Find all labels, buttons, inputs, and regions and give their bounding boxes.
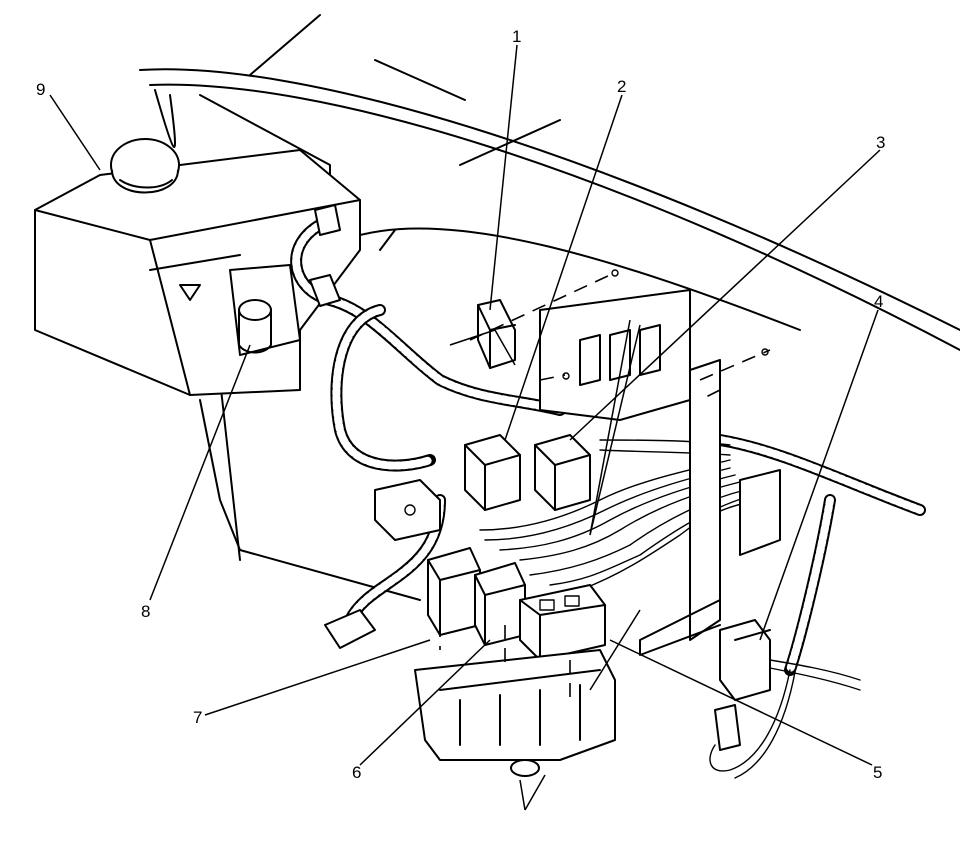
reservoir-cap xyxy=(110,138,180,194)
connector-lower-left xyxy=(324,479,441,649)
leader-lines xyxy=(49,44,881,811)
leader-5 xyxy=(609,639,873,766)
relay-6 xyxy=(474,562,526,646)
leader-3 xyxy=(569,149,881,441)
relay-7 xyxy=(427,547,481,636)
leader-1 xyxy=(489,44,518,311)
callout-9: 9 xyxy=(36,80,45,99)
callout-7: 7 xyxy=(193,708,202,727)
relay-3 xyxy=(534,434,591,511)
leader-9 xyxy=(49,94,101,171)
leader-8 xyxy=(149,344,251,601)
relay-panel xyxy=(539,289,691,421)
vehicle-body-outline xyxy=(139,14,960,601)
callout-3: 3 xyxy=(876,133,885,152)
callout-6: 6 xyxy=(352,763,361,782)
callout-2: 2 xyxy=(617,77,626,96)
mounting-bracket xyxy=(639,348,781,656)
connector-4 xyxy=(714,619,861,751)
relay-bracket-base xyxy=(414,600,616,777)
relay-large xyxy=(519,584,606,661)
callout-8: 8 xyxy=(141,602,150,621)
leader-6 xyxy=(359,639,491,766)
washer-reservoir xyxy=(34,149,361,396)
callout-1: 1 xyxy=(512,27,521,46)
connector-upper-left xyxy=(309,204,341,307)
leader-2 xyxy=(504,94,623,441)
callout-5: 5 xyxy=(873,763,882,782)
callouts: 1 2 3 4 5 6 7 8 9 xyxy=(36,27,885,782)
callout-4: 4 xyxy=(874,292,883,311)
leader-7 xyxy=(204,639,431,716)
leader-4 xyxy=(759,309,879,641)
relay-2 xyxy=(464,434,521,511)
